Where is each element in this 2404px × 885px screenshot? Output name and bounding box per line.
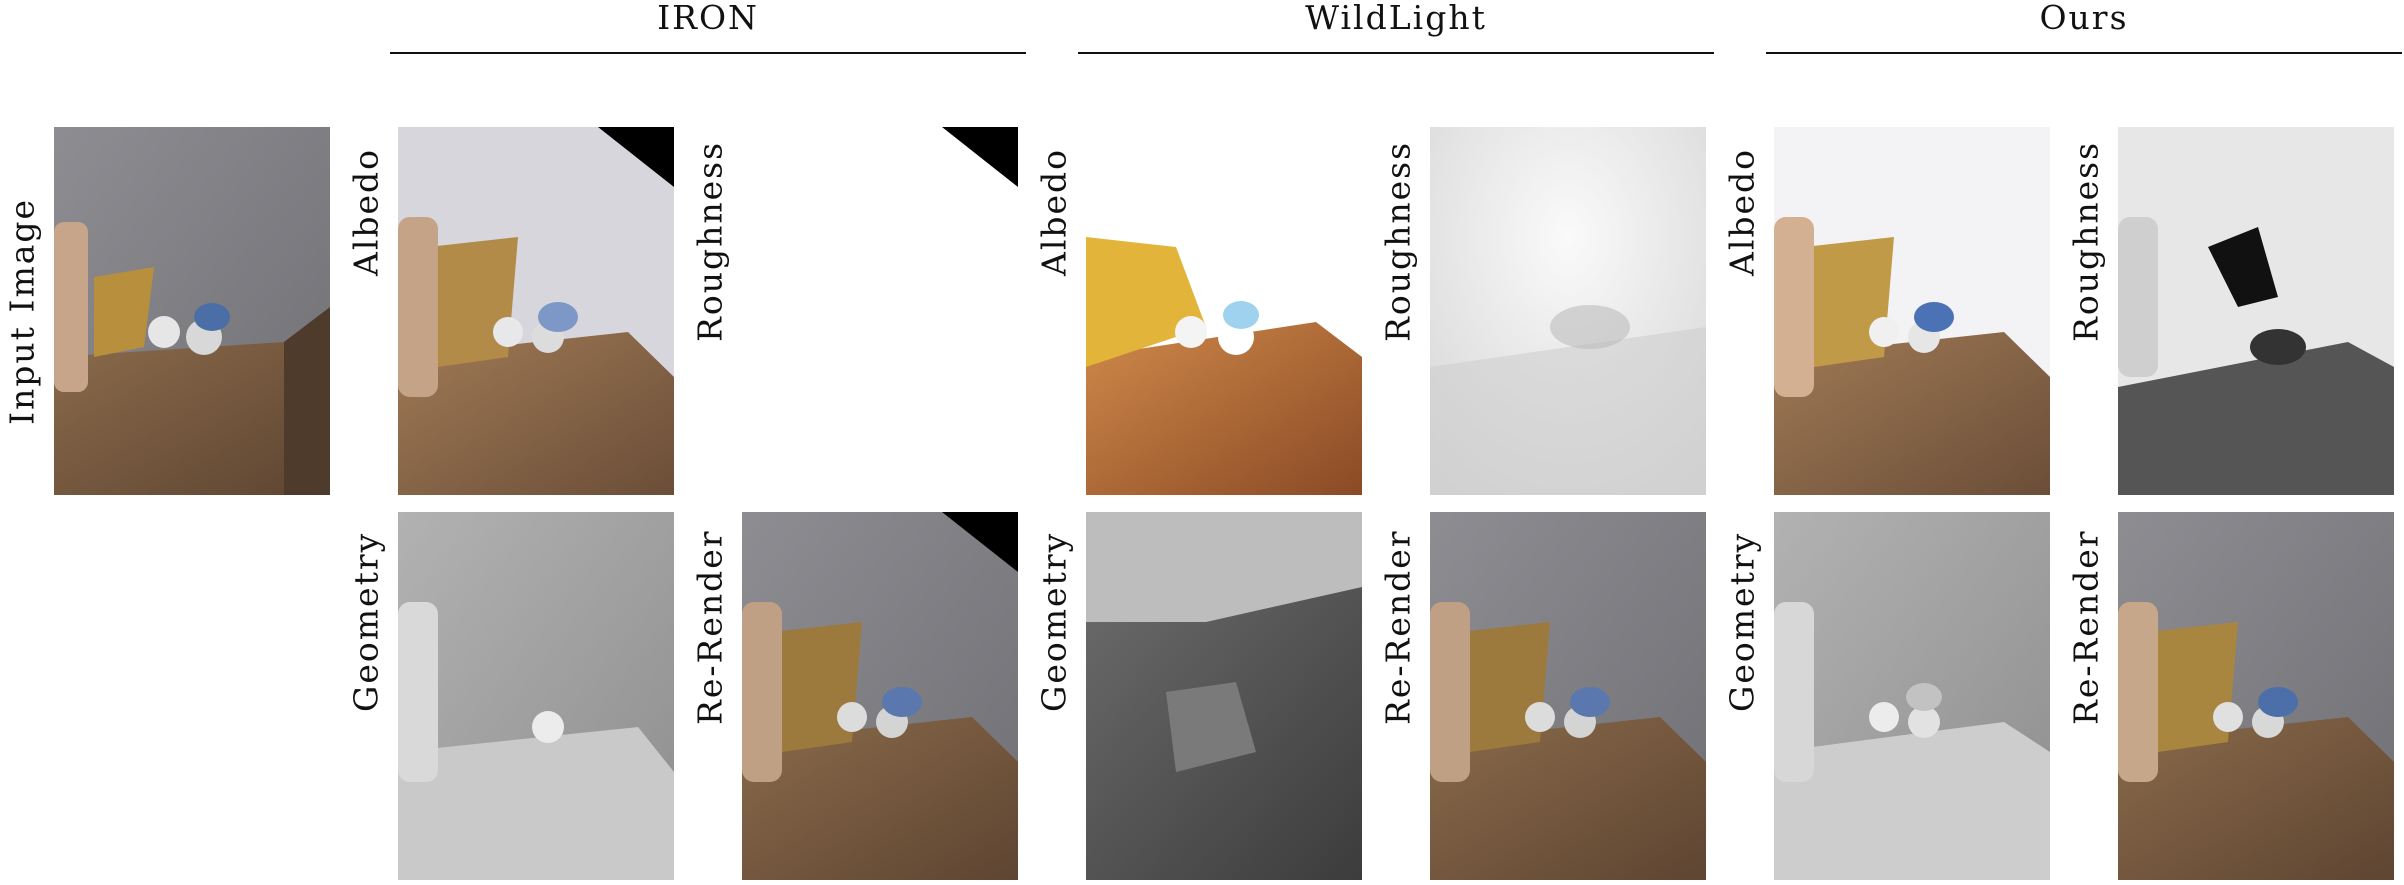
label-iron-geometry: Geometry [346, 531, 386, 713]
input-image [54, 127, 330, 495]
iron-roughness [742, 127, 1018, 495]
label-wildlight-albedo: Albedo [1034, 147, 1074, 277]
label-ours-roughness: Roughness [2066, 141, 2106, 343]
ours-geometry [1774, 512, 2050, 880]
divider-iron [390, 52, 1026, 54]
ours-roughness [2118, 127, 2394, 495]
label-ours-rerender: Re-Render [2066, 529, 2106, 725]
wildlight-rerender [1430, 512, 1706, 880]
label-wildlight-rerender: Re-Render [1378, 529, 1418, 725]
label-wildlight-geometry: Geometry [1034, 531, 1074, 713]
label-ours-albedo: Albedo [1722, 147, 1762, 277]
divider-ours [1766, 52, 2402, 54]
ours-albedo [1774, 127, 2050, 495]
header-wildlight: WildLight [1305, 0, 1487, 37]
label-input-image: Input Image [2, 197, 42, 425]
iron-geometry [398, 512, 674, 880]
label-iron-albedo: Albedo [346, 147, 386, 277]
wildlight-albedo [1086, 127, 1362, 495]
iron-albedo [398, 127, 674, 495]
wildlight-geometry [1086, 512, 1362, 880]
label-iron-rerender: Re-Render [690, 529, 730, 725]
label-iron-roughness: Roughness [690, 141, 730, 343]
header-ours: Ours [2039, 0, 2129, 37]
iron-rerender [742, 512, 1018, 880]
label-wildlight-roughness: Roughness [1378, 141, 1418, 343]
ours-rerender [2118, 512, 2394, 880]
header-iron: IRON [657, 0, 759, 37]
divider-wildlight [1078, 52, 1714, 54]
label-ours-geometry: Geometry [1722, 531, 1762, 713]
wildlight-roughness [1430, 127, 1706, 495]
